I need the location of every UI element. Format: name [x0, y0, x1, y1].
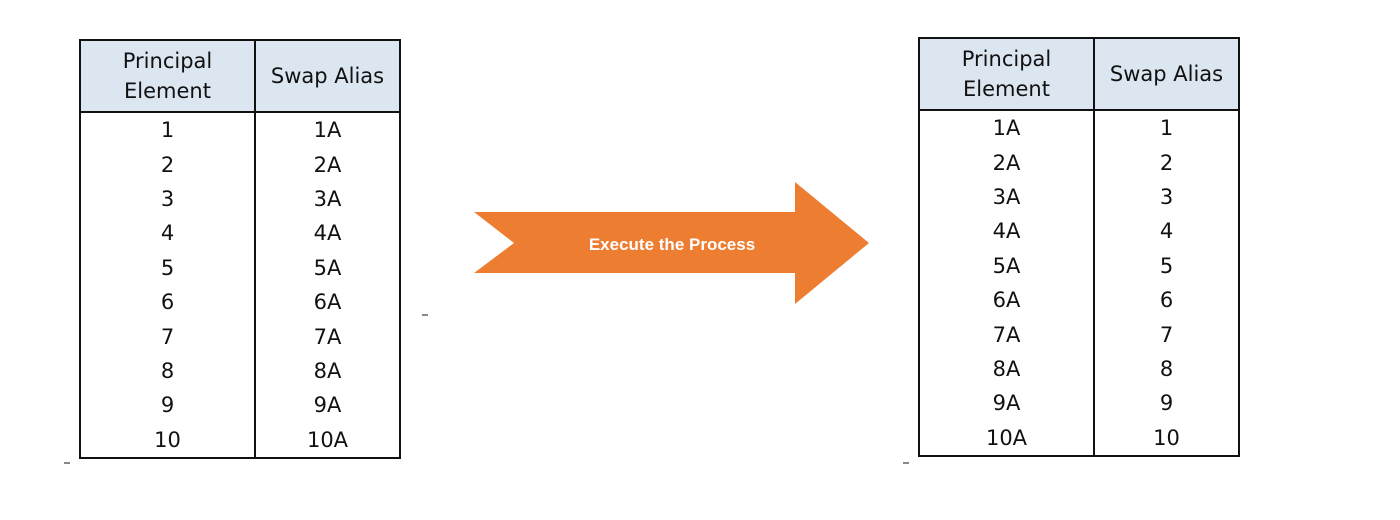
cell-swap-alias: 5A: [254, 250, 401, 285]
cell-principal-element: 8A: [918, 351, 1095, 387]
arrow-label: Execute the Process: [589, 235, 755, 254]
header-swap-alias: Swap Alias: [1093, 38, 1240, 111]
cell-principal-element: 10A: [918, 420, 1095, 456]
arrow-shape: [474, 182, 869, 304]
cell-swap-alias: 9A: [254, 388, 401, 423]
cell-principal-element: 7A: [918, 317, 1095, 352]
cell-swap-alias: 6: [1093, 282, 1240, 318]
process-arrow: Execute the Process: [474, 182, 869, 304]
cell-principal-element: 8: [79, 353, 256, 389]
cell-principal-element: 5A: [918, 248, 1095, 283]
cell-swap-alias: 8A: [254, 353, 401, 389]
stray-mark: [903, 462, 909, 464]
cell-swap-alias: 4A: [254, 216, 401, 251]
cell-principal-element: 6: [79, 284, 256, 320]
table-header-row: Principal Element Swap Alias: [79, 40, 401, 113]
cell-swap-alias: 6A: [254, 284, 401, 320]
cell-principal-element: 5: [79, 250, 256, 285]
cell-principal-element: 1A: [918, 110, 1095, 146]
cell-principal-element: 4A: [918, 214, 1095, 249]
cell-principal-element: 1: [79, 112, 256, 148]
cell-principal-element: 9: [79, 388, 256, 423]
cell-swap-alias: 1A: [254, 112, 401, 148]
header-principal-element: Principal Element: [79, 40, 256, 113]
header-principal-element: Principal Element: [918, 38, 1095, 111]
cell-swap-alias: 2A: [254, 147, 401, 182]
stray-mark: [422, 314, 428, 316]
cell-principal-element: 3: [79, 181, 256, 217]
cell-swap-alias: 9: [1093, 386, 1240, 421]
cell-swap-alias: 10A: [254, 422, 401, 458]
cell-principal-element: 7: [79, 319, 256, 354]
table-header-row: Principal Element Swap Alias: [918, 38, 1240, 111]
cell-principal-element: 2A: [918, 145, 1095, 180]
cell-swap-alias: 7A: [254, 319, 401, 354]
cell-swap-alias: 8: [1093, 351, 1240, 387]
cell-swap-alias: 3: [1093, 179, 1240, 215]
header-swap-alias: Swap Alias: [254, 40, 401, 113]
cell-swap-alias: 7: [1093, 317, 1240, 352]
cell-swap-alias: 1: [1093, 110, 1240, 146]
cell-principal-element: 10: [79, 422, 256, 458]
cell-principal-element: 9A: [918, 386, 1095, 421]
stray-mark: [64, 462, 70, 464]
cell-principal-element: 4: [79, 216, 256, 251]
cell-principal-element: 6A: [918, 282, 1095, 318]
cell-swap-alias: 3A: [254, 181, 401, 217]
cell-swap-alias: 2: [1093, 145, 1240, 180]
cell-swap-alias: 5: [1093, 248, 1240, 283]
cell-swap-alias: 10: [1093, 420, 1240, 456]
cell-principal-element: 3A: [918, 179, 1095, 215]
cell-principal-element: 2: [79, 147, 256, 182]
cell-swap-alias: 4: [1093, 214, 1240, 249]
